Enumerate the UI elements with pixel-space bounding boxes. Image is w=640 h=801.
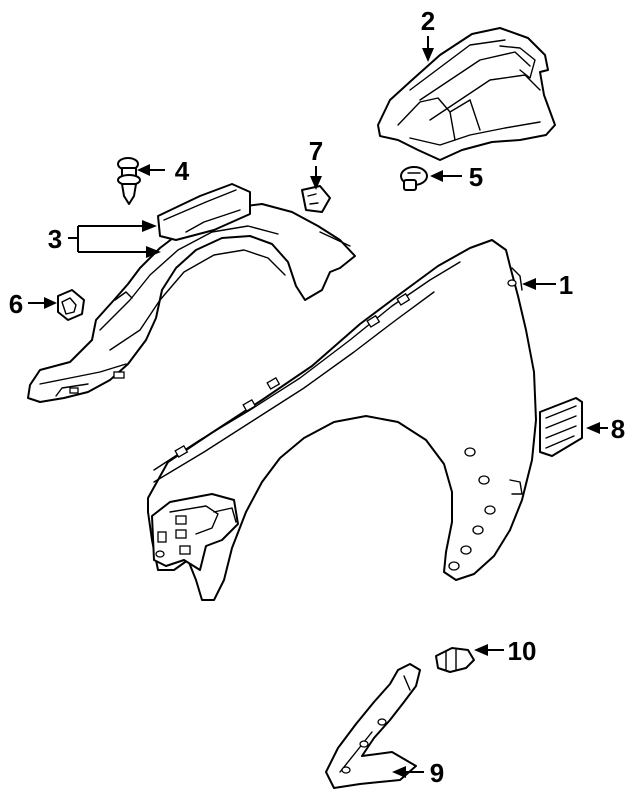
part-2-fender-bracket (377, 27, 556, 161)
part-3-fender-liner (27, 183, 356, 403)
callout-2: 2 (421, 6, 435, 36)
part-4-retainer-pin (117, 157, 141, 205)
callout-6: 6 (9, 289, 23, 319)
callout-9: 9 (430, 758, 444, 788)
callout-5: 5 (469, 162, 483, 192)
part-9-lower-trim (325, 663, 421, 789)
callout-10: 10 (508, 636, 537, 666)
callout-4: 4 (175, 156, 190, 186)
part-1-fender (147, 239, 537, 601)
callout-3: 3 (48, 224, 62, 254)
callout-8: 8 (611, 414, 625, 444)
leader-lines (28, 36, 608, 778)
part-8-side-marker (539, 397, 583, 457)
part-10-bulb (435, 647, 475, 673)
part-6-grommet (57, 289, 85, 321)
part-5-push-clip (400, 166, 428, 191)
callout-1: 1 (559, 270, 573, 300)
callout-7: 7 (309, 136, 323, 166)
